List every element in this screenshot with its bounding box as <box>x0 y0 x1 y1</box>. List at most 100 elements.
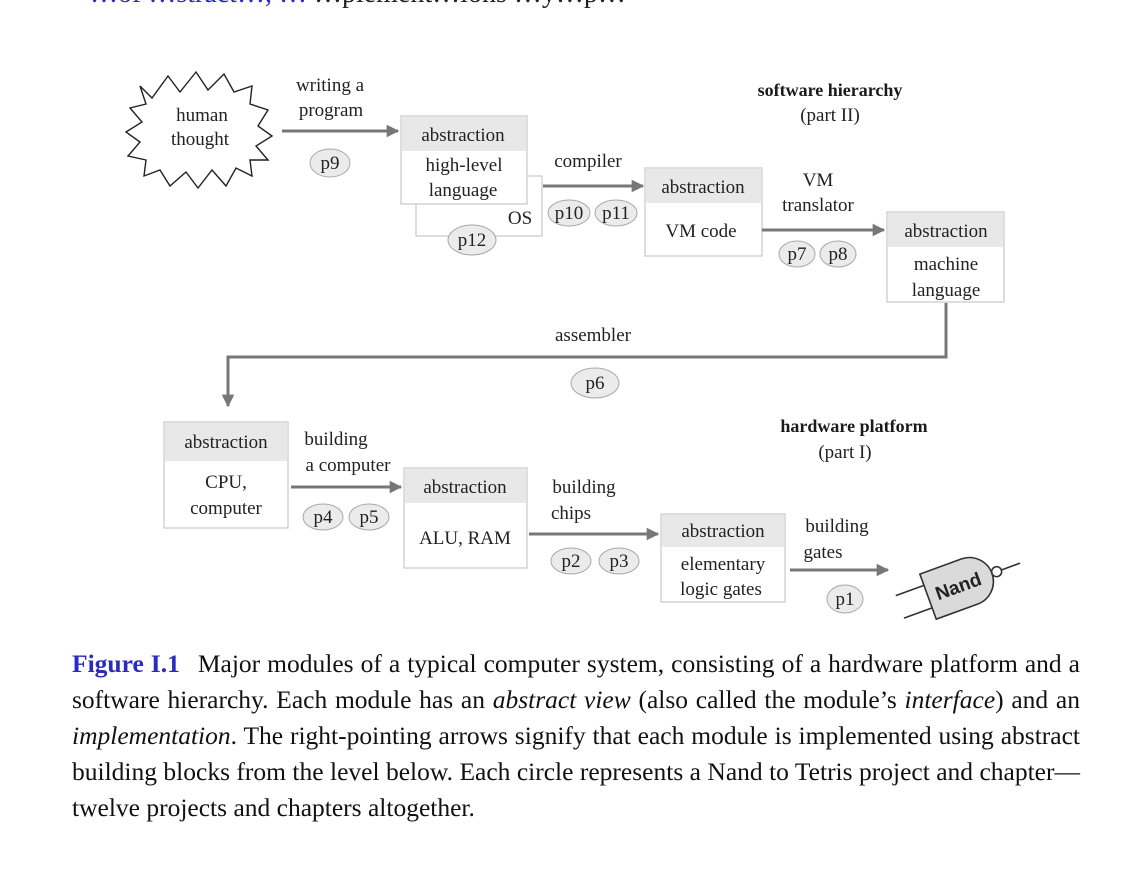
module-header: abstraction <box>904 221 988 242</box>
label-writing-line-1: writing a <box>296 75 365 96</box>
module-vm-code: abstraction VM code <box>644 167 763 257</box>
pill-label: p9 <box>321 153 340 174</box>
human-thought-bubble: human thought <box>124 70 274 190</box>
project-pill-p4: p4 <box>302 503 344 531</box>
module-elementary-logic-gates: abstraction elementary logic gates <box>660 513 786 603</box>
module-line: language <box>429 180 498 201</box>
project-pill-p6: p6 <box>570 367 620 399</box>
module-cpu-computer: abstraction CPU, computer <box>163 421 289 529</box>
cropped-blue-text: …of …stract…, … <box>90 0 307 9</box>
project-pill-p3: p3 <box>598 547 640 575</box>
label-building-computer-line-1: building <box>304 429 368 450</box>
pill-label: p3 <box>610 551 629 572</box>
pill-label: p12 <box>458 230 487 251</box>
abstraction-band <box>165 423 287 461</box>
module-header: abstraction <box>423 477 507 498</box>
pill-label: p11 <box>602 203 630 224</box>
caption-text: (also called the module’s <box>630 685 905 714</box>
project-pill-p9: p9 <box>309 148 351 178</box>
nand-output-line <box>1001 562 1021 571</box>
cropped-black-text: …plement…ions …y…p… <box>314 0 626 9</box>
pill-label: p8 <box>829 244 848 265</box>
pill-shape <box>819 240 857 268</box>
label-vm-line-2: translator <box>782 195 854 216</box>
module-line: elementary <box>681 554 766 575</box>
nand-gate-icon: Nand <box>895 556 1021 621</box>
pill-shape <box>547 199 591 227</box>
module-machine-language: abstraction machine language <box>886 211 1005 303</box>
label-writing-line-2: program <box>299 100 364 121</box>
module-high-level-language: abstraction high-level language <box>400 115 528 205</box>
pill-label: p10 <box>555 203 584 224</box>
pill-shape <box>570 367 620 399</box>
caption-emphasis-abstract-view: abstract view <box>492 685 631 714</box>
module-line: high-level <box>425 155 502 176</box>
caption-text: ) and an <box>995 685 1080 714</box>
thought-starburst-shape <box>124 70 274 190</box>
project-pill-p2: p2 <box>550 547 592 575</box>
module-line: VM code <box>665 221 736 242</box>
module-line: logic gates <box>680 579 762 600</box>
project-pill-p5: p5 <box>348 503 390 531</box>
figure-label: Figure I.1 <box>72 649 180 678</box>
pill-label: p6 <box>586 373 605 394</box>
label-compiler: compiler <box>554 151 622 172</box>
caption-text: Major modules of a typical computer syst… <box>72 649 1080 714</box>
module-line: CPU, <box>205 472 247 493</box>
label-building-chips-line-2: chips <box>551 503 591 524</box>
pill-shape <box>594 199 638 227</box>
label-assembler: assembler <box>555 325 632 346</box>
arrow-assembler <box>221 303 948 408</box>
os-label: OS <box>508 208 532 229</box>
module-header: abstraction <box>661 177 745 198</box>
abstraction-band <box>888 213 1003 247</box>
pill-shape <box>348 503 390 531</box>
pill-label: p2 <box>562 551 581 572</box>
module-line: computer <box>190 498 262 519</box>
pill-shape <box>598 547 640 575</box>
caption-text: . The right-pointing arrows signify that… <box>72 721 1080 822</box>
pill-shape <box>550 547 592 575</box>
project-pill-p8: p8 <box>819 240 857 268</box>
caption-emphasis-implementation: implementation <box>72 721 231 750</box>
label-building-gates-line-2: gates <box>803 542 842 563</box>
nand-input-line <box>903 607 933 619</box>
abstraction-band <box>662 515 784 547</box>
module-alu-ram: abstraction ALU, RAM <box>403 467 528 569</box>
nand-input-line <box>895 584 925 597</box>
thought-line-2: thought <box>171 129 230 150</box>
hardware-part-label: (part I) <box>818 442 871 463</box>
module-header: abstraction <box>184 432 268 453</box>
abstraction-band <box>402 117 526 151</box>
pill-shape <box>826 584 864 614</box>
computer-system-diagram: software hierarchy (part II) hardware pl… <box>124 70 1021 621</box>
project-pill-p10: p10 <box>547 199 591 227</box>
module-line: language <box>912 280 981 301</box>
pill-shape <box>447 224 497 256</box>
software-hierarchy-title: software hierarchy <box>758 80 903 100</box>
thought-line-1: human <box>176 105 228 126</box>
cropped-previous-line: …of …stract…, … …plement…ions …y…p… <box>90 0 1050 10</box>
abstraction-band <box>405 469 526 503</box>
project-pill-p11: p11 <box>594 199 638 227</box>
pill-label: p1 <box>836 589 855 610</box>
module-header: abstraction <box>681 521 765 542</box>
project-pill-p1: p1 <box>826 584 864 614</box>
module-header: abstraction <box>421 125 505 146</box>
module-line: machine <box>914 254 978 275</box>
pill-label: p7 <box>788 244 807 265</box>
abstraction-band <box>646 169 761 203</box>
label-building-gates-line-1: building <box>805 516 869 537</box>
pill-label: p4 <box>314 507 334 528</box>
software-part-label: (part II) <box>800 105 860 126</box>
project-pill-p12: p12 <box>447 224 497 256</box>
label-building-chips-line-1: building <box>552 477 616 498</box>
pill-shape <box>309 148 351 178</box>
module-line: ALU, RAM <box>419 528 511 549</box>
pill-shape <box>302 503 344 531</box>
pill-shape <box>778 240 816 268</box>
pill-label: p5 <box>360 507 379 528</box>
label-building-computer-line-2: a computer <box>306 455 392 476</box>
